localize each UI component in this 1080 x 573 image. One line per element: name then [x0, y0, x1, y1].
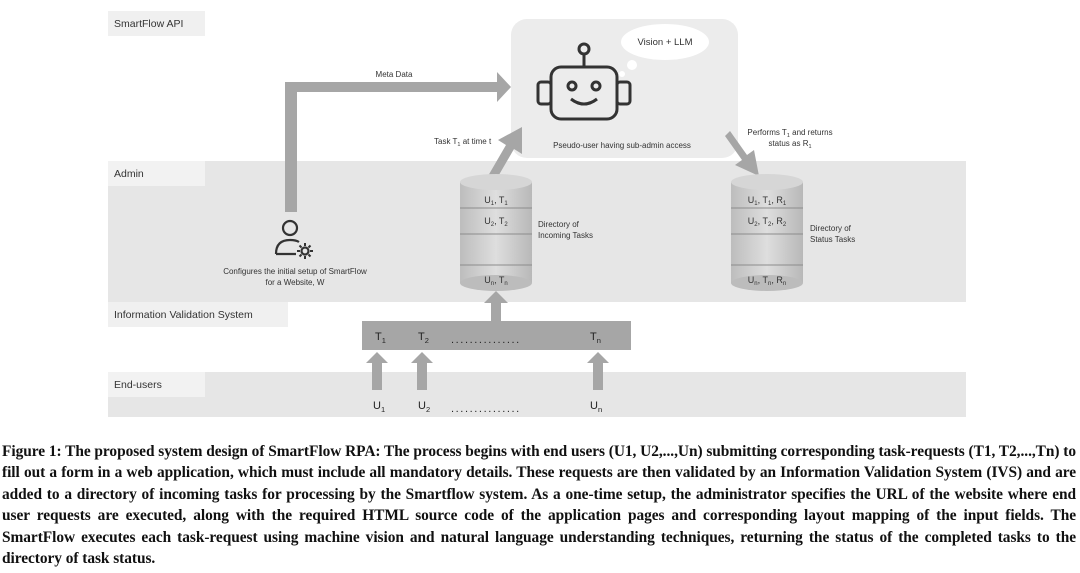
lane-label-ivs: Information Validation System [114, 309, 253, 321]
incoming-row: Un, Tn [484, 275, 508, 287]
user-item: Un [590, 400, 602, 414]
task-bar [362, 321, 631, 350]
lane-end-users [108, 372, 966, 417]
admin-config-line2: for a Website, W [266, 278, 325, 287]
user-item: U1 [373, 400, 385, 414]
lane-tag-admin [108, 161, 205, 186]
robot-caption: Pseudo-user having sub-admin access [553, 141, 691, 150]
system-diagram: SmartFlow API Admin Information Validati… [108, 11, 966, 417]
lane-label-api: SmartFlow API [114, 18, 183, 30]
admin-config-line1: Configures the initial setup of SmartFlo… [223, 267, 367, 276]
user-arrow [366, 352, 388, 390]
figure-caption: Figure 1: The proposed system design of … [2, 441, 1076, 569]
admin-config-icon [274, 219, 313, 259]
status-row: U2, T2, R2 [748, 216, 787, 228]
caption-label: Figure 1: [2, 443, 62, 460]
incoming-tasks-database [460, 174, 532, 291]
lane-tag-end-users [108, 372, 205, 397]
incoming-row: U2, T2 [484, 216, 508, 228]
performs-label-line1: Performs T1 and returns [747, 128, 832, 139]
user-arrow [587, 352, 609, 390]
status-db-label-line2: Status Tasks [810, 235, 855, 244]
robot-icon [536, 42, 632, 121]
bubble-label: Vision + LLM [637, 37, 692, 48]
lane-label-end-users: End-users [114, 379, 162, 391]
incoming-db-label-line1: Directory of [538, 220, 580, 229]
task-dots: ............... [451, 334, 521, 346]
caption-text: The proposed system design of SmartFlow … [2, 443, 1076, 568]
task-item: T1 [375, 331, 386, 345]
lane-admin [108, 161, 966, 302]
user-item: U2 [418, 400, 430, 414]
performs-label-line2: status as R1 [768, 139, 811, 150]
status-row: Un, Tn, Rn [748, 275, 786, 287]
status-db-label-line1: Directory of [810, 224, 852, 233]
meta-data-label: Meta Data [376, 70, 413, 79]
meta-data-arrow [285, 72, 511, 212]
task-arrow [488, 127, 522, 180]
lane-tag-ivs [108, 302, 288, 327]
status-row: U1, T1, R1 [748, 195, 787, 207]
incoming-row: U1, T1 [484, 195, 508, 207]
ivs-to-db-arrow [484, 291, 508, 321]
incoming-db-label-line2: Incoming Tasks [538, 231, 593, 240]
user-arrow [411, 352, 433, 390]
task-arrow-label: Task T1 at time t [434, 137, 492, 148]
lane-tag-api [108, 11, 205, 36]
status-tasks-database [731, 174, 803, 291]
thought-bubble [619, 24, 709, 77]
task-item: Tn [590, 331, 601, 345]
performs-arrow [725, 131, 759, 176]
task-item: T2 [418, 331, 429, 345]
lane-label-admin: Admin [114, 168, 144, 180]
user-dots: ............... [451, 403, 521, 415]
